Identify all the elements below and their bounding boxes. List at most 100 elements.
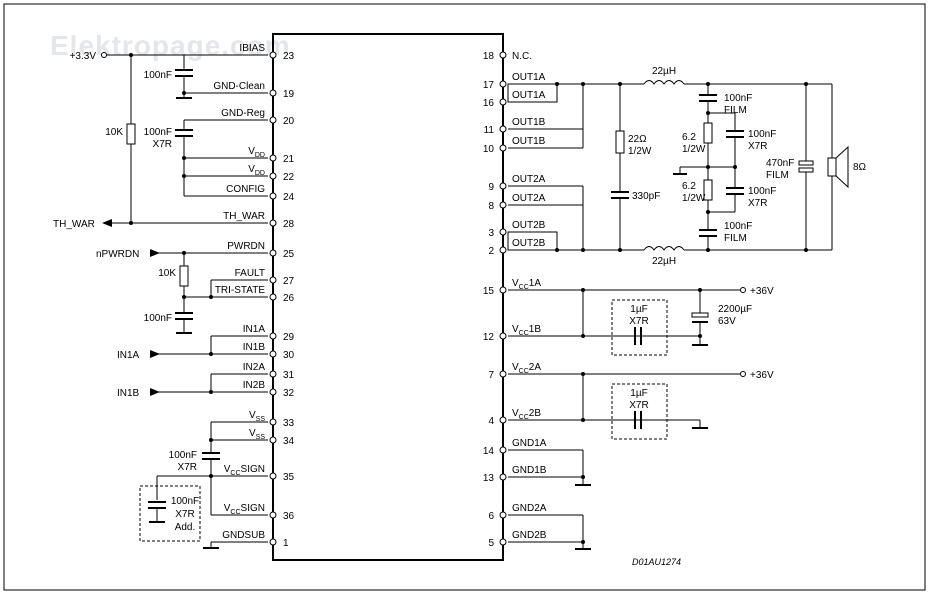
net-label-in1b: IN1B [117, 388, 140, 399]
pin-number-18: 18 [483, 51, 495, 62]
pin-number-4: 4 [488, 416, 494, 427]
label-r-bot-0: 6.2 [682, 181, 696, 192]
ic-body [272, 33, 504, 561]
inductor-bottom [643, 246, 685, 251]
label-c-ibias-0: 100nF [144, 70, 172, 81]
label-c-film-out-0: 470nF [766, 158, 794, 169]
pin-number-1: 1 [283, 538, 289, 549]
supply-36v-terminal-2 [740, 371, 746, 377]
pin-label-32: IN2B [243, 380, 266, 391]
npwrdn-arrow-icon [150, 249, 160, 257]
pin-16-terminal [499, 98, 507, 106]
label-r-snub-0: 22Ω [628, 134, 647, 145]
label-speaker-0: 8Ω [853, 162, 867, 173]
pin-2-terminal [499, 246, 507, 254]
pin-label-2: OUT2B [512, 238, 546, 249]
pin-label-20: GND-Reg [221, 108, 265, 119]
frame-border [3, 3, 926, 591]
in1b-arrow-icon [150, 388, 160, 396]
pin-32-terminal [269, 388, 277, 396]
pin-label-33: VSS [249, 410, 265, 423]
pin-13-terminal [499, 473, 507, 481]
pin-18-terminal [499, 51, 507, 59]
label-c-x7r-bot-1: X7R [748, 198, 767, 209]
label-c-add-1: X7R [175, 509, 194, 520]
decoupling-box-1 [611, 299, 668, 356]
pin-label-15: VCC1A [512, 278, 541, 291]
pin-label-27: FAULT [235, 268, 265, 279]
resistor-zobel-top [703, 122, 713, 144]
label-c-bulk-0: 2200µF [718, 304, 752, 315]
pin-label-35: VCCSIGN [224, 464, 265, 477]
resistor-snubber [615, 130, 625, 154]
capacitor-bulk [691, 312, 709, 318]
pin-label-10: OUT1B [512, 136, 546, 147]
pin-number-10: 10 [483, 144, 495, 155]
pin-label-19: GND-Clean [213, 81, 265, 92]
label-c-x7r-top-0: 100nF [748, 129, 776, 140]
pin-label-34: VSS [249, 428, 265, 441]
optional-capacitor-box [139, 485, 201, 542]
pin-number-3: 3 [488, 228, 494, 239]
label-c-x7r-bot-0: 100nF [748, 186, 776, 197]
label-ind-bot-0: 22µH [652, 256, 676, 267]
pin-23-terminal [269, 51, 277, 59]
pin-label-23: IBIAS [239, 43, 265, 54]
pin-label-36: VCCSIGN [224, 503, 265, 516]
inductor-top [643, 80, 685, 85]
label-c-film-bot-0: 100nF [724, 221, 752, 232]
pin-number-6: 6 [488, 511, 494, 522]
pin-number-33: 33 [283, 418, 295, 429]
label-c-vccsign-0: 100nF [169, 450, 197, 461]
left-wiring [101, 52, 268, 549]
label-c-1uf-b-0: 1µF [630, 388, 647, 399]
pin-number-35: 35 [283, 472, 295, 483]
label-c-film-top-1: FILM [724, 105, 747, 116]
label-c-film-out-1: FILM [766, 170, 789, 181]
pin-number-32: 32 [283, 388, 295, 399]
pin-label-14: GND1A [512, 438, 547, 449]
pin-number-21: 21 [283, 154, 295, 165]
net-label-npwrdn: nPWRDN [96, 249, 139, 260]
pin-number-2: 2 [488, 246, 494, 257]
pin-number-31: 31 [283, 370, 295, 381]
label-c-bulk-1: 63V [718, 316, 736, 327]
label-c-add-2: Add. [175, 522, 196, 533]
label-c-film-top-0: 100nF [724, 93, 752, 104]
pin-26-terminal [269, 293, 277, 301]
resistor-fault [179, 265, 189, 287]
pin-number-13: 13 [483, 473, 495, 484]
resistor-thwar [126, 123, 136, 145]
pin-14-terminal [499, 446, 507, 454]
pin-8-terminal [499, 201, 507, 209]
pin-label-16: OUT1A [512, 90, 546, 101]
capacitor-output-film [798, 160, 814, 166]
pin-number-5: 5 [488, 538, 494, 549]
net-label-thwar: TH_WAR [53, 219, 95, 230]
pin-number-29: 29 [283, 332, 295, 343]
left-pin-group: 23IBIAS19GND-Clean20GND-Reg21VDD22VDD24C… [213, 43, 294, 549]
pin-6-terminal [499, 511, 507, 519]
pin-number-11: 11 [484, 125, 495, 136]
label-c-film-bot-1: FILM [724, 233, 747, 244]
pin-11-terminal [499, 125, 507, 133]
pin-label-31: IN2A [243, 362, 266, 373]
pin-number-9: 9 [488, 182, 494, 193]
pin-number-14: 14 [483, 446, 495, 457]
pin-10-terminal [499, 144, 507, 152]
thwar-arrow-icon [102, 219, 112, 227]
pin-7-terminal [499, 370, 507, 378]
pin-label-5: GND2B [512, 530, 547, 541]
pin-label-21: VDD [248, 146, 265, 159]
pin-label-17: OUT1A [512, 72, 546, 83]
pin-label-29: IN1A [243, 324, 266, 335]
label-c-vdd-0: 100nF [144, 127, 172, 138]
drawing-reference: D01AU1274 [632, 557, 681, 567]
label-r-top-0: 6.2 [682, 132, 696, 143]
net-label-36v-1: +36V [750, 286, 774, 297]
pin-number-15: 15 [483, 286, 495, 297]
pin-number-23: 23 [283, 51, 295, 62]
pin-19-terminal [269, 89, 277, 97]
